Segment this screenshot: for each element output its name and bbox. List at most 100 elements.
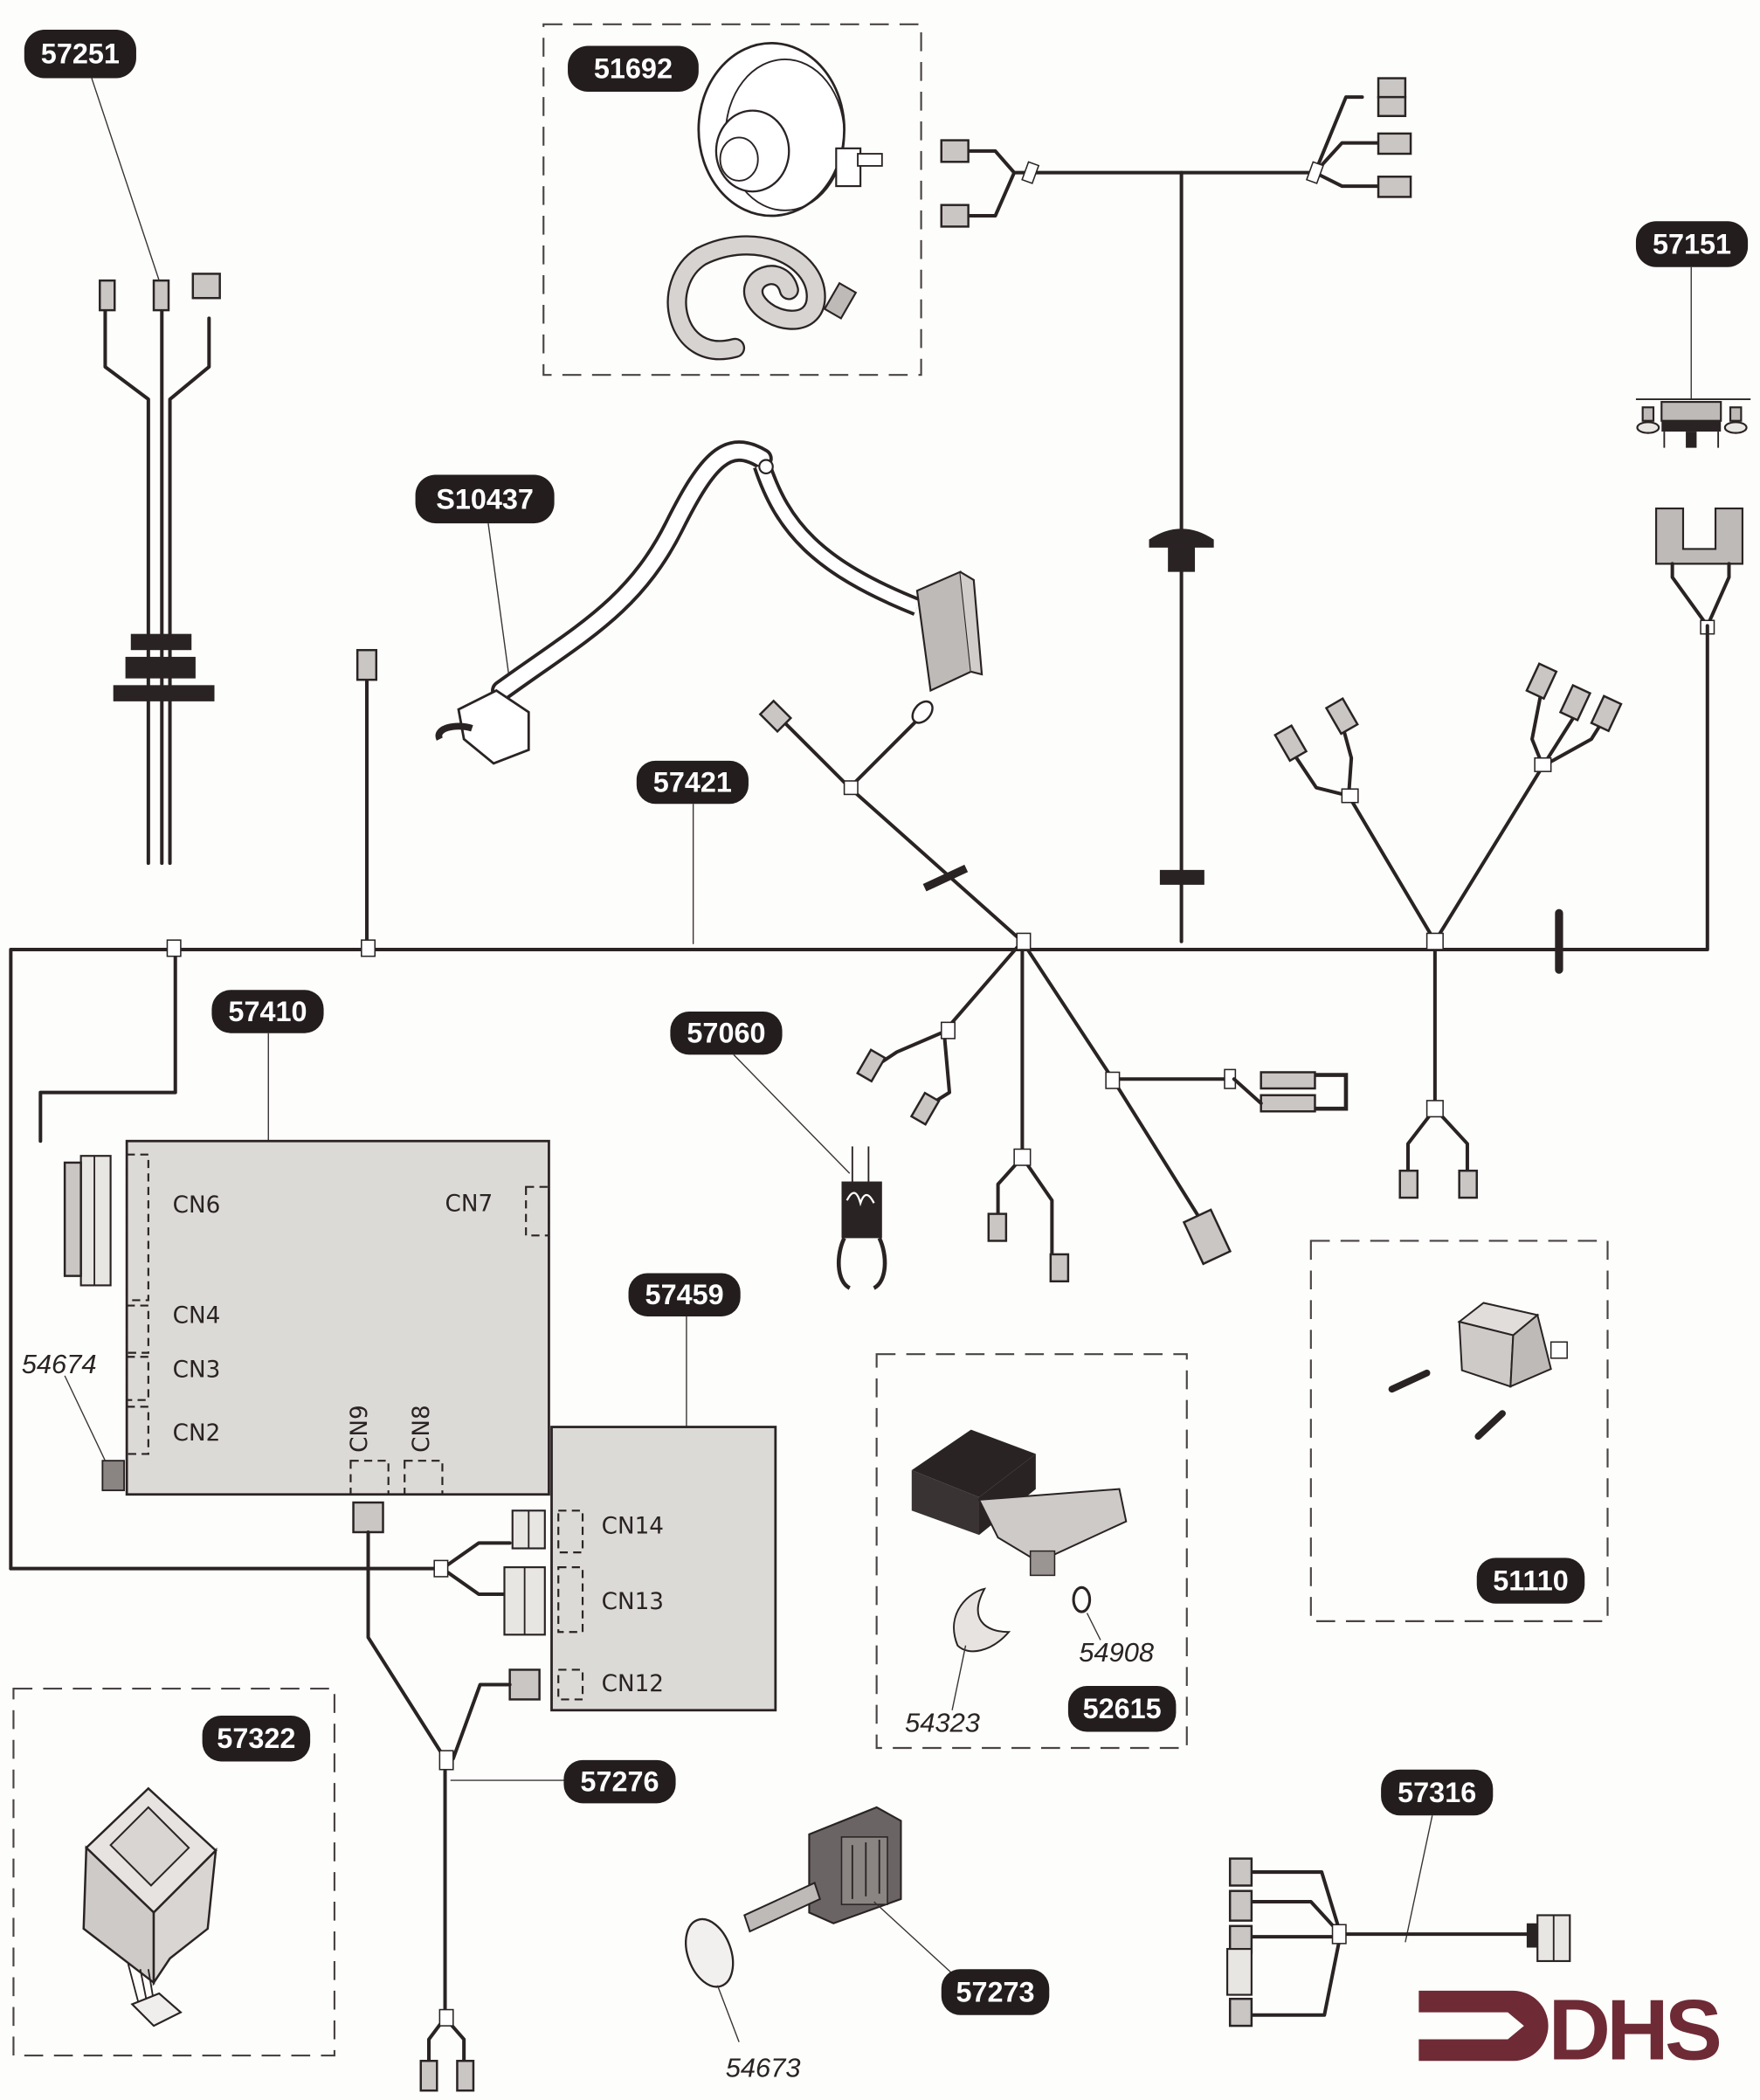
svg-text:57151: 57151 (1653, 228, 1731, 259)
cn4-label: CN4 (173, 1303, 221, 1330)
connector (1182, 1208, 1232, 1266)
connector (987, 1212, 1008, 1242)
selector-switch-57273 (685, 1806, 902, 1988)
cn6-label: CN6 (173, 1192, 221, 1219)
cn3-label: CN3 (173, 1357, 221, 1383)
ribbon-harness-S10437 (435, 440, 984, 765)
door-lock-52615 (911, 1429, 1128, 1653)
clip-icon (922, 864, 969, 892)
o-ring-icon (1072, 1585, 1092, 1613)
clip-icon (1555, 908, 1563, 974)
clip-icon (953, 1587, 1011, 1653)
control-board-57410: CN6 CN7 CN4 CN3 CN2 CN9 CN8 (63, 1139, 550, 1496)
cn13-label: CN13 (602, 1589, 664, 1615)
cn2-label: CN2 (173, 1420, 221, 1447)
connector (1377, 77, 1407, 99)
cn14-label: CN14 (602, 1514, 664, 1540)
harness-57251 (91, 78, 221, 866)
connector (856, 1048, 887, 1083)
kit-box-57322 (12, 1688, 336, 2057)
part-label-S10437[interactable]: S10437 (415, 474, 555, 524)
relay-51110 (1388, 1302, 1568, 1440)
svg-text:S10437: S10437 (436, 483, 534, 515)
connector (1049, 1253, 1070, 1283)
svg-text:57060: 57060 (687, 1018, 765, 1049)
svg-text:51692: 51692 (594, 53, 673, 85)
svg-text:51110: 51110 (1493, 1565, 1569, 1597)
bracket-icon (1655, 508, 1744, 565)
clip-icon (1159, 869, 1204, 885)
connector (1273, 723, 1308, 763)
harness-57276 (352, 1501, 512, 2092)
part-label-57060[interactable]: 57060 (670, 1011, 783, 1055)
svg-text:57316: 57316 (1398, 1777, 1476, 1808)
kit-box-51692 (542, 23, 922, 376)
part-label-57410[interactable]: 57410 (211, 990, 324, 1033)
harness-top-branch (940, 77, 1412, 943)
knob-icon (685, 1917, 735, 1988)
connector (1525, 662, 1558, 701)
connector (1458, 1169, 1478, 1199)
thermal-fuse-57151 (1635, 398, 1751, 635)
svg-text:57322: 57322 (217, 1723, 295, 1754)
part-label-57459[interactable]: 57459 (628, 1273, 741, 1316)
sub-part-label-54674[interactable]: 54674 (22, 1349, 97, 1379)
connector (758, 699, 793, 734)
connector (909, 1091, 941, 1126)
grommet-icon (125, 656, 196, 679)
main-harness-57421 (9, 624, 1709, 1597)
svg-text:52615: 52615 (1083, 1693, 1162, 1724)
spade-connector (99, 279, 116, 312)
grommet-icon (130, 633, 192, 651)
svg-text:57459: 57459 (645, 1279, 724, 1310)
svg-text:57410: 57410 (228, 996, 307, 1027)
part-label-57276[interactable]: 57276 (563, 1759, 676, 1804)
sub-part-label-54673[interactable]: 54673 (726, 2053, 801, 2083)
sub-part-label-54323[interactable]: 54323 (905, 1707, 980, 1737)
connector (1558, 683, 1592, 722)
dhs-logo: DHS (1418, 1982, 1724, 2078)
part-label-51110[interactable]: 51110 (1476, 1558, 1585, 1604)
svg-text:57421: 57421 (653, 767, 732, 798)
double-spade-connector (191, 273, 221, 300)
fuse-54674-icon (101, 1460, 125, 1492)
grommet-icon (1149, 528, 1214, 548)
part-label-57251[interactable]: 57251 (24, 29, 136, 79)
display-board-57459: CN14 CN13 CN12 (503, 1426, 777, 1712)
clip-57060 (836, 1146, 887, 1290)
part-label-57273[interactable]: 57273 (941, 1969, 1050, 2015)
transformer-57322 (82, 1786, 217, 2027)
kit-box-52615 (875, 1353, 1188, 1750)
part-label-57316[interactable]: 57316 (1381, 1769, 1494, 1816)
connector (1377, 176, 1412, 198)
screw-icon (1474, 1410, 1506, 1440)
nozzle-icon (823, 281, 858, 320)
part-label-57421[interactable]: 57421 (636, 760, 749, 805)
kit-box-51110 (1309, 1240, 1609, 1622)
screw-icon (1388, 1369, 1431, 1393)
connector (1377, 132, 1412, 155)
svg-text:57276: 57276 (580, 1766, 659, 1798)
connector (940, 139, 970, 163)
part-label-57322[interactable]: 57322 (202, 1715, 311, 1762)
double-connector-icon (1232, 1071, 1349, 1113)
svg-text:57273: 57273 (956, 1976, 1034, 2007)
grommet-icon (1168, 544, 1196, 572)
svg-text:57251: 57251 (41, 38, 120, 70)
part-label-57151[interactable]: 57151 (1635, 221, 1749, 267)
part-label-52615[interactable]: 52615 (1067, 1685, 1177, 1732)
grommet-icon (113, 685, 215, 701)
sub-part-label-54908[interactable]: 54908 (1079, 1637, 1154, 1668)
cn8-label: CN8 (409, 1405, 435, 1453)
cn7-label: CN7 (445, 1192, 493, 1218)
dhs-logo-text: DHS (1549, 1982, 1720, 2078)
connector (1377, 95, 1407, 118)
harness-57316 (1226, 1857, 1571, 2027)
connector (1590, 694, 1623, 733)
connector (355, 648, 378, 681)
connector (1324, 697, 1359, 736)
plug-icon (457, 688, 530, 765)
part-label-51692[interactable]: 51692 (568, 45, 699, 92)
cn9-label: CN9 (347, 1405, 373, 1453)
